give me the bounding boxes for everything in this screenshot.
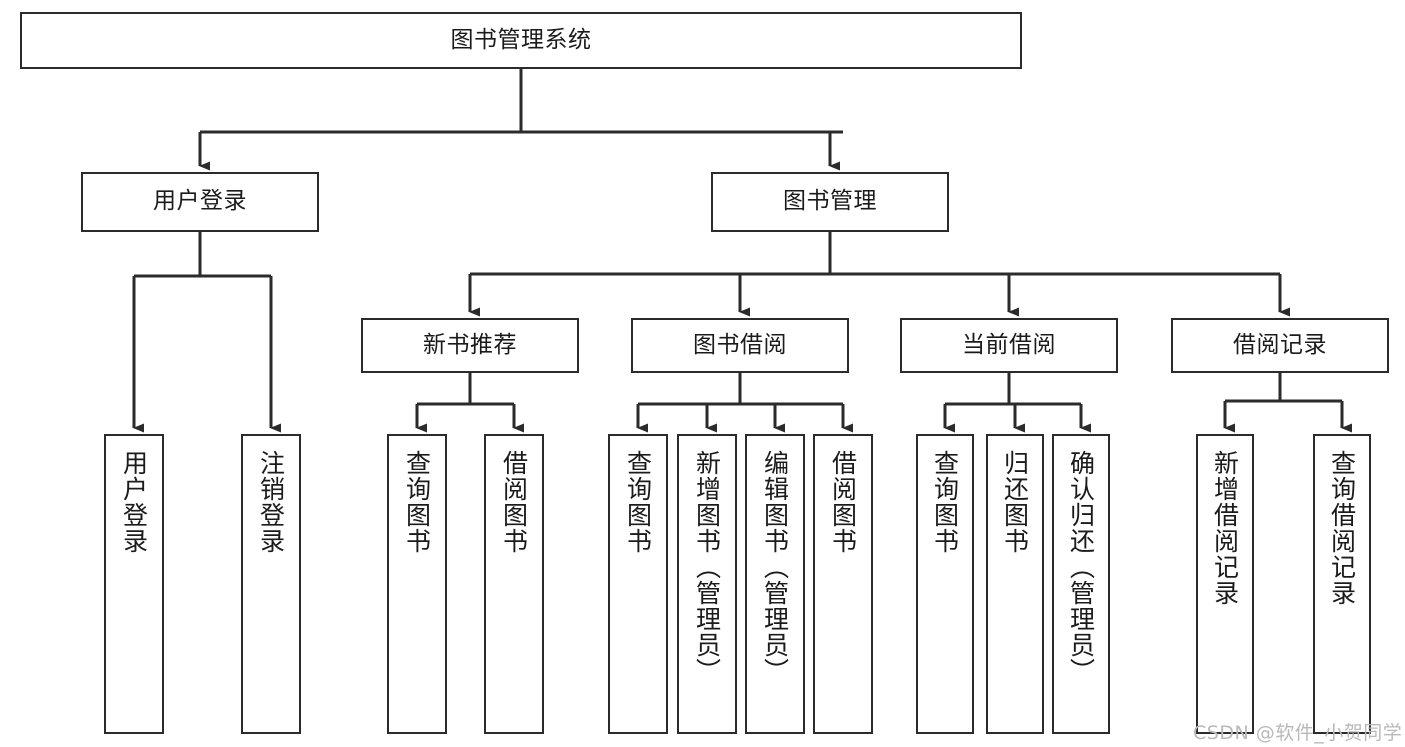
node-leaf-borrow-book-2[interactable]: 借阅图书 <box>813 434 873 734</box>
node-leaf-add-record[interactable]: 新增借阅记录 <box>1196 434 1254 734</box>
node-current-borrow[interactable]: 当前借阅 <box>900 318 1118 373</box>
node-leaf-query-record[interactable]: 查询借阅记录 <box>1313 434 1371 734</box>
node-book-management-label: 图书管理 <box>783 188 877 215</box>
node-user-login[interactable]: 用户登录 <box>81 172 319 232</box>
node-leaf-query-book-1-label: 查询图书 <box>402 450 432 554</box>
node-leaf-return-book[interactable]: 归还图书 <box>986 434 1044 734</box>
node-new-book-recommend[interactable]: 新书推荐 <box>361 318 579 373</box>
node-borrow-record[interactable]: 借阅记录 <box>1171 318 1389 373</box>
node-leaf-query-book-3[interactable]: 查询图书 <box>916 434 974 734</box>
node-book-management[interactable]: 图书管理 <box>711 172 949 232</box>
node-book-borrow-label: 图书借阅 <box>693 331 787 358</box>
node-book-borrow[interactable]: 图书借阅 <box>631 318 849 373</box>
node-leaf-edit-book-label: 编辑图书（管理员） <box>760 450 790 684</box>
node-leaf-logout[interactable]: 注销登录 <box>241 434 301 734</box>
node-leaf-query-book-3-label: 查询图书 <box>930 450 960 554</box>
node-leaf-query-book-2[interactable]: 查询图书 <box>608 434 668 734</box>
node-leaf-confirm-return-label: 确认归还（管理员） <box>1066 450 1096 684</box>
node-root[interactable]: 图书管理系统 <box>20 12 1022 69</box>
node-borrow-record-label: 借阅记录 <box>1233 331 1327 358</box>
node-leaf-confirm-return[interactable]: 确认归还（管理员） <box>1052 434 1110 734</box>
node-leaf-add-record-label: 新增借阅记录 <box>1210 450 1240 606</box>
node-leaf-edit-book[interactable]: 编辑图书（管理员） <box>745 434 805 734</box>
node-leaf-user-login[interactable]: 用户登录 <box>104 434 164 734</box>
node-current-borrow-label: 当前借阅 <box>962 331 1056 358</box>
node-leaf-logout-label: 注销登录 <box>256 450 286 554</box>
node-new-book-recommend-label: 新书推荐 <box>423 331 517 358</box>
node-leaf-return-book-label: 归还图书 <box>1000 450 1030 554</box>
node-leaf-query-book-1[interactable]: 查询图书 <box>387 434 447 734</box>
node-leaf-add-book-label: 新增图书（管理员） <box>692 450 722 684</box>
node-user-login-label: 用户登录 <box>153 188 247 215</box>
node-leaf-borrow-book-2-label: 借阅图书 <box>828 450 858 554</box>
node-leaf-query-record-label: 查询借阅记录 <box>1327 450 1357 606</box>
node-leaf-add-book[interactable]: 新增图书（管理员） <box>677 434 737 734</box>
node-leaf-query-book-2-label: 查询图书 <box>623 450 653 554</box>
node-leaf-user-login-label: 用户登录 <box>119 450 149 554</box>
node-root-label: 图书管理系统 <box>450 26 592 53</box>
node-leaf-borrow-book-1-label: 借阅图书 <box>499 450 529 554</box>
node-leaf-borrow-book-1[interactable]: 借阅图书 <box>484 434 544 734</box>
